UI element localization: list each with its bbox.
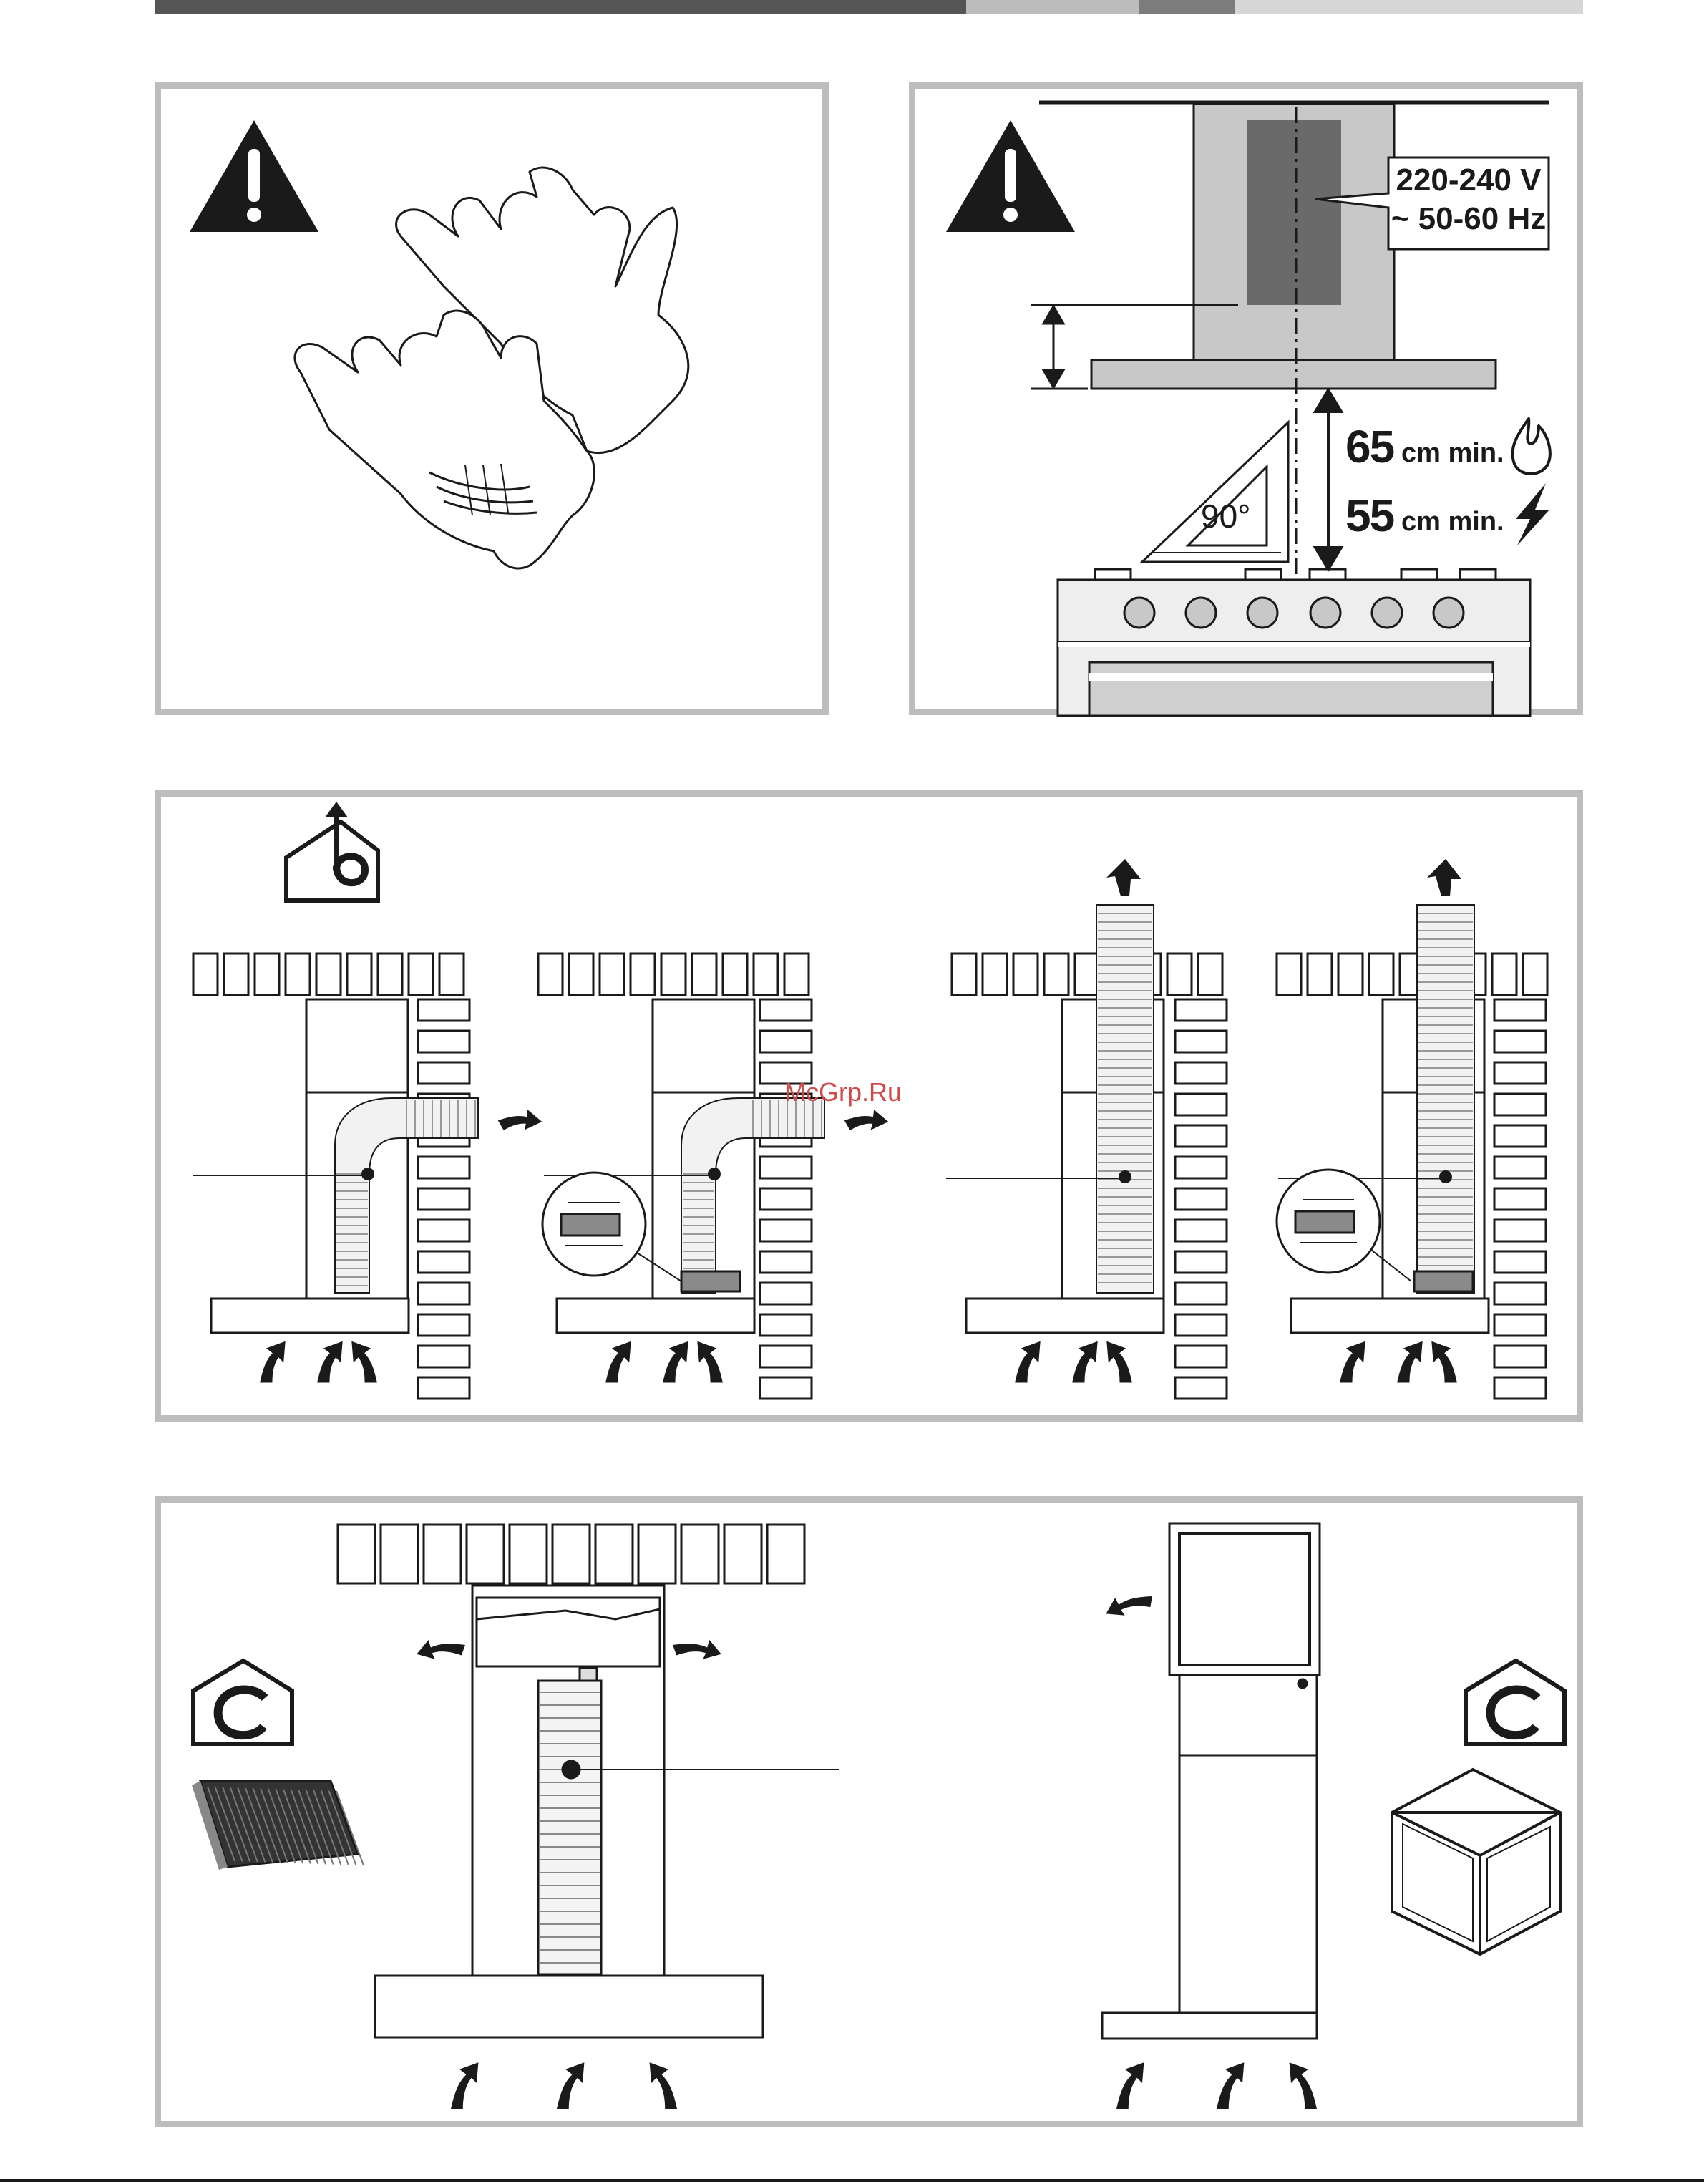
- hood-recirculation-left: [375, 1586, 839, 2037]
- airflow-arrow-icon: [1217, 2062, 1244, 2109]
- airflow-arrow-icon: [417, 1631, 465, 1669]
- footer-line: [0, 2179, 1704, 2182]
- airflow-arrow-icon: [1106, 1589, 1152, 1621]
- recirculation-mode-icon: [1466, 1661, 1564, 1744]
- airflow-arrow-icon: [1290, 2062, 1317, 2109]
- airflow-arrow-icon: [673, 1631, 721, 1669]
- airflow-arrow-icon: [451, 2062, 478, 2109]
- recirculation-mode-icon: [193, 1661, 292, 1744]
- carbon-filter-icon: [192, 1781, 364, 1870]
- airflow-arrow-icon: [650, 2062, 677, 2109]
- airflow-arrow-icon: [1116, 2062, 1144, 2109]
- filter-box-icon: [1392, 1770, 1560, 1954]
- airflow-arrow-icon: [557, 2062, 584, 2109]
